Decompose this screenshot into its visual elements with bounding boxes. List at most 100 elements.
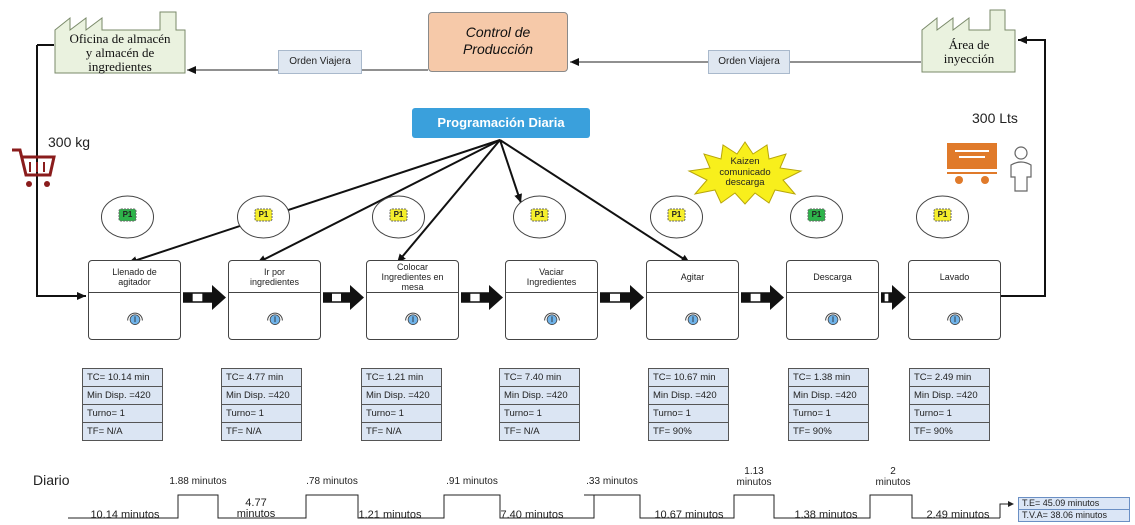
timeline-label: Diario: [33, 472, 70, 488]
data-turno: Turno= 1: [500, 405, 579, 423]
data-tf: TF= N/A: [226, 426, 262, 437]
timeline-wait-time: .78 minutos: [306, 476, 358, 487]
customer-name: Área de inyección: [943, 37, 995, 66]
data-min: Min Disp. =420: [362, 387, 441, 405]
process-name: Vaciar Ingredientes: [506, 261, 597, 293]
data-tf: TF= 90%: [653, 426, 692, 437]
data-tf: TF= 90%: [914, 426, 953, 437]
kanban-post-6: P1: [789, 195, 844, 239]
process-box-7: Lavado: [908, 260, 1001, 340]
data-min: Min Disp. =420: [222, 387, 301, 405]
supplier-quantity: 300 kg: [48, 134, 91, 150]
data-tf: TF= N/A: [87, 426, 123, 437]
data-min: Min Disp. =420: [910, 387, 989, 405]
process-box-6: Descarga: [786, 260, 879, 340]
kanban-label: P1: [534, 210, 545, 219]
timeline-process-time: 10.67 minutos: [654, 509, 724, 521]
data-tc: TC= 2.49 min: [910, 369, 989, 387]
kanban-label: P1: [258, 210, 269, 219]
kanban-label: P1: [122, 210, 133, 219]
operator-icon: [685, 312, 701, 325]
data-turno: Turno= 1: [222, 405, 301, 423]
process-box-2: Ir por ingredientes: [228, 260, 321, 340]
kanban-label: P1: [393, 210, 404, 219]
supplier-name: Oficina de almacén y almacén de ingredie…: [69, 31, 171, 74]
production-control-box: Control de Producción: [428, 12, 568, 72]
process-name: Ir por ingredientes: [229, 261, 320, 293]
customer-factory-shape: [921, 9, 1016, 73]
kanban-label: P1: [937, 210, 948, 219]
data-turno: Turno= 1: [83, 405, 162, 423]
data-turno: Turno= 1: [649, 405, 728, 423]
process-box-4: Vaciar Ingredientes: [505, 260, 598, 340]
timeline-process-time: 10.14 minutos: [90, 509, 160, 521]
operator-icon: [544, 312, 560, 325]
operator-icon: [127, 312, 143, 325]
data-tf: TF= N/A: [366, 426, 402, 437]
process-name: Descarga: [787, 261, 878, 293]
timeline-wait-time: 2 minutos: [875, 466, 911, 488]
data-tc: TC= 10.67 min: [649, 369, 728, 387]
process-box-3: Colocar Ingredientes en mesa: [366, 260, 459, 340]
process-name: Agitar: [647, 261, 738, 293]
process-name: Lavado: [909, 261, 1000, 293]
kanban-post-5: P1: [649, 195, 704, 239]
process-box-1: Llenado de agitador: [88, 260, 181, 340]
data-min: Min Disp. =420: [789, 387, 868, 405]
timeline-process-time: 7.40 minutos: [500, 509, 564, 521]
kanban-label: P1: [811, 210, 822, 219]
data-tc: TC= 4.77 min: [222, 369, 301, 387]
operator-icon: [267, 312, 283, 325]
total-lead-time: T.E= 45.09 minutos: [1019, 498, 1129, 510]
kanban-post-1: P1: [100, 195, 155, 239]
push-arrow-1: [183, 285, 226, 310]
timeline-wait-time: .33 minutos: [586, 476, 638, 487]
operator-icon: [825, 312, 841, 325]
data-turno: Turno= 1: [789, 405, 868, 423]
data-turno: Turno= 1: [910, 405, 989, 423]
push-arrow-3: [461, 285, 503, 310]
daily-scheduling-box: Programación Diaria: [412, 108, 590, 138]
schedule-lines: [127, 139, 691, 264]
kanban-post-7: P1: [915, 195, 970, 239]
data-tc: TC= 7.40 min: [500, 369, 579, 387]
process-name: Colocar Ingredientes en mesa: [367, 261, 458, 293]
shopping-cart-icon: [12, 148, 56, 187]
operator-icon: [405, 312, 421, 325]
data-min: Min Disp. =420: [500, 387, 579, 405]
kanban-post-2: P1: [236, 195, 291, 239]
kaizen-label: Kaizen comunicado descarga: [719, 156, 771, 188]
data-tc: TC= 10.14 min: [83, 369, 162, 387]
push-arrow-5: [741, 285, 784, 310]
customer-delivery-icon: [947, 143, 1032, 192]
supplier-flow-line: [36, 45, 86, 300]
timeline-wait-time: .91 minutos: [446, 476, 498, 487]
process-name: Llenado de agitador: [89, 261, 180, 293]
timeline-process-time: 1.38 minutos: [794, 509, 858, 521]
kanban-post-3: P1: [371, 195, 426, 239]
timeline-line: [68, 494, 1014, 519]
data-tf: TF= 90%: [793, 426, 832, 437]
data-min: Min Disp. =420: [83, 387, 162, 405]
data-tc: TC= 1.21 min: [362, 369, 441, 387]
timeline-process-time: 1.21 minutos: [358, 509, 422, 521]
value-added-time: T.V.A= 38.06 minutos: [1022, 510, 1107, 520]
data-tc: TC= 1.38 min: [789, 369, 868, 387]
lead-time-summary: T.E= 45.09 minutos T.V.A= 38.06 minutos: [1018, 497, 1130, 522]
kaizen-burst-icon: [687, 141, 803, 205]
process-box-5: Agitar: [646, 260, 739, 340]
data-min: Min Disp. =420: [649, 387, 728, 405]
timeline-wait-time: 1.13 minutos: [736, 466, 772, 488]
operator-icon: [947, 312, 963, 325]
order-left-box: Orden Viajera: [278, 50, 362, 74]
order-right-box: Orden Viajera: [708, 50, 790, 74]
timeline-process-time: 4.77 minutos: [236, 497, 276, 520]
